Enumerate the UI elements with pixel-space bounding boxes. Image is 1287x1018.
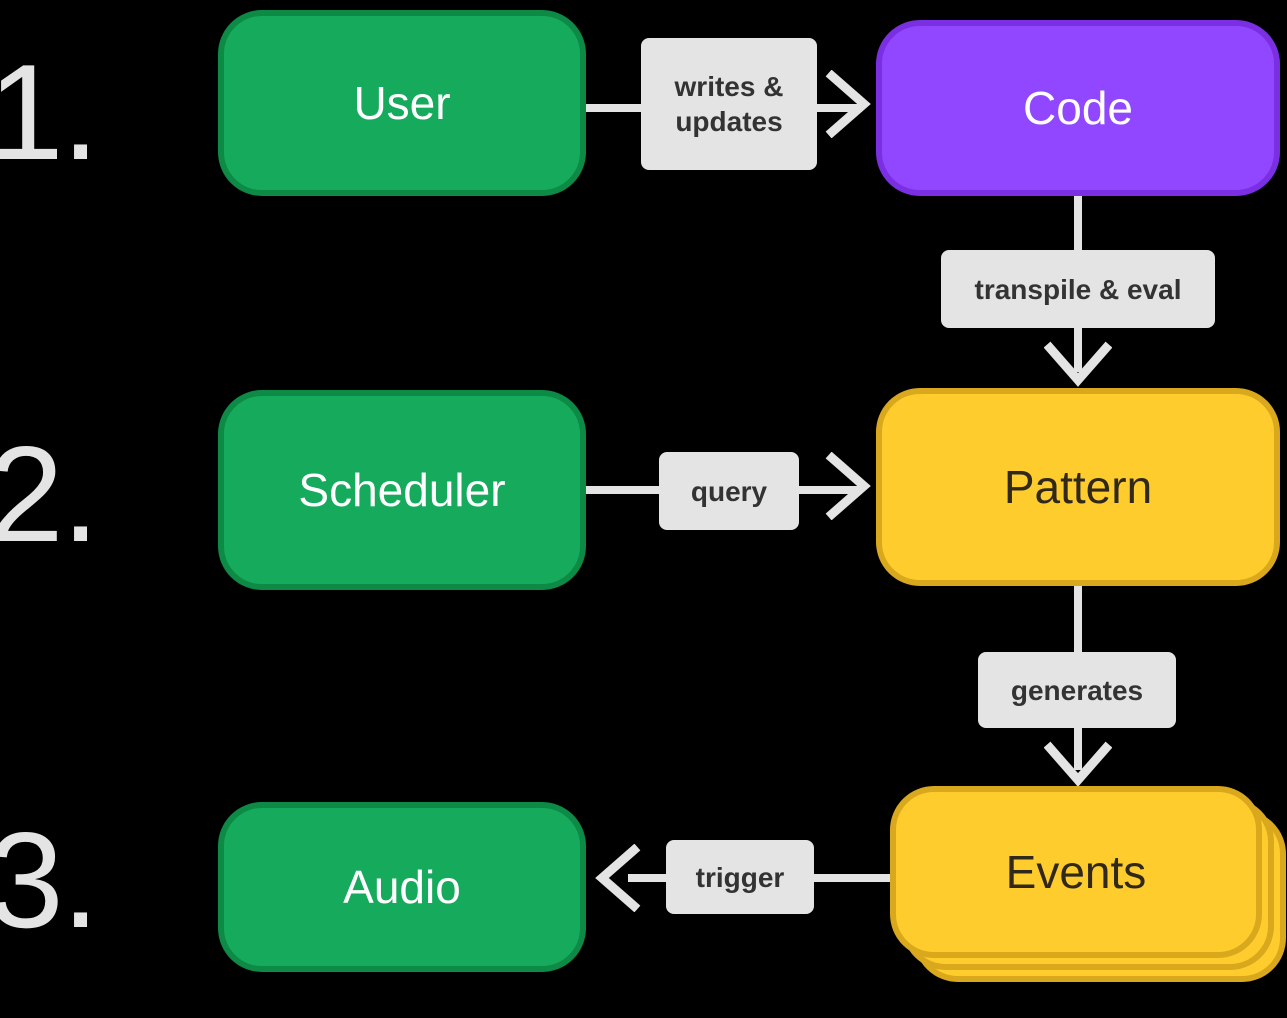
node-code[interactable]: Code bbox=[876, 20, 1280, 196]
step-number-3: 3. bbox=[0, 804, 99, 956]
node-pattern-label: Pattern bbox=[1003, 460, 1153, 513]
connector-user-to-label bbox=[586, 104, 646, 112]
node-scheduler[interactable]: Scheduler bbox=[218, 390, 586, 590]
node-scheduler-label: Scheduler bbox=[298, 463, 506, 516]
node-audio-label: Audio bbox=[343, 860, 461, 913]
step-number-2: 2. bbox=[0, 418, 99, 570]
node-events-label: Events bbox=[1005, 845, 1147, 898]
arrowhead-down-pattern-events bbox=[1044, 740, 1112, 790]
node-pattern[interactable]: Pattern bbox=[876, 388, 1280, 586]
connector-label-to-events bbox=[1074, 726, 1082, 770]
edge-label-writes-updates: writes & updates bbox=[641, 38, 817, 170]
node-code-label: Code bbox=[1023, 81, 1133, 134]
edge-label-query: query bbox=[659, 452, 799, 530]
arrowhead-left-events-audio bbox=[592, 844, 642, 912]
edge-label-transpile-eval: transpile & eval bbox=[941, 250, 1215, 328]
connector-label-to-code bbox=[814, 104, 862, 112]
node-audio[interactable]: Audio bbox=[218, 802, 586, 972]
edge-label-generates: generates bbox=[978, 652, 1176, 728]
node-events[interactable]: Events bbox=[890, 786, 1262, 958]
step-number-1: 1. bbox=[0, 36, 99, 188]
connector-label-to-pattern bbox=[1074, 326, 1082, 372]
node-user[interactable]: User bbox=[218, 10, 586, 196]
connector-events-to-label bbox=[811, 874, 893, 882]
node-user-label: User bbox=[353, 76, 451, 129]
node-events-stack[interactable]: Events bbox=[890, 786, 1286, 1018]
arrowhead-down-code-pattern bbox=[1044, 340, 1112, 390]
connector-arrow-to-label-trigger bbox=[628, 874, 676, 882]
connector-code-to-label bbox=[1074, 196, 1082, 258]
connector-pattern-to-label bbox=[1074, 586, 1082, 652]
arrowhead-right-scheduler-pattern bbox=[824, 452, 874, 520]
arrowhead-right-user-code bbox=[824, 70, 874, 138]
connector-scheduler-to-label bbox=[586, 486, 664, 494]
connector-label-to-pattern-h bbox=[796, 486, 862, 494]
edge-label-trigger: trigger bbox=[666, 840, 814, 914]
